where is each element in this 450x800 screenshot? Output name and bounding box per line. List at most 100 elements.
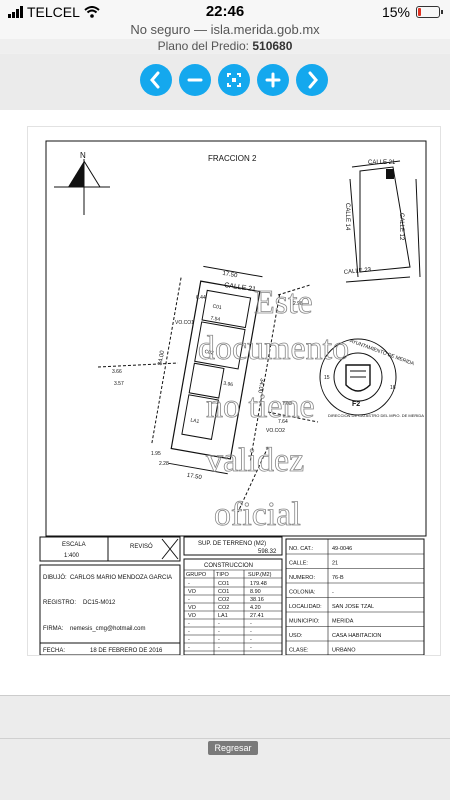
zoom-out-button[interactable] xyxy=(179,64,211,96)
construccion-cell: 38.16 xyxy=(250,597,264,603)
zoom-in-button[interactable] xyxy=(257,64,289,96)
info-label: NO. CAT.: xyxy=(289,546,314,552)
firma-label: FIRMA: xyxy=(43,626,64,632)
security-label: No seguro xyxy=(130,22,191,37)
info-value: SAN JOSE TZAL xyxy=(332,604,374,610)
previous-button[interactable] xyxy=(140,64,172,96)
status-time: 22:46 xyxy=(205,3,245,20)
status-right: 15% xyxy=(381,4,443,20)
construccion-cell: LA1 xyxy=(218,613,228,619)
dim-top-2: 6.44 xyxy=(196,295,206,301)
dim-extra-2: 7.64 xyxy=(278,419,288,425)
info-label: LOCALIDAD: xyxy=(289,604,322,610)
north-arrow-icon: N xyxy=(54,151,110,215)
info-value: 76-B xyxy=(332,575,344,581)
info-label: MUNICIPIO: xyxy=(289,619,320,625)
fit-button[interactable] xyxy=(218,64,250,96)
battery-icon xyxy=(416,6,443,18)
status-bar: TELCEL 22:46 15% xyxy=(0,0,450,24)
info-value: URBANO xyxy=(332,648,356,654)
wifi-icon xyxy=(84,6,100,18)
url-bar[interactable]: No seguro — isla.merida.gob.mx xyxy=(0,22,450,40)
carrier-name: TELCEL xyxy=(27,4,80,20)
zoom-out-icon xyxy=(187,78,203,82)
battery-fill xyxy=(418,8,421,16)
regresar-button[interactable]: Regresar xyxy=(208,741,258,755)
label-vo-co1: VO.CO1 xyxy=(175,320,194,326)
escala-label: ESCALA xyxy=(62,542,86,548)
watermark-line-2: documento xyxy=(198,330,349,367)
escala-value: 1:400 xyxy=(64,553,80,559)
dim-right: 34.00 xyxy=(256,378,265,394)
plan-page: N FRACCION 2 CALLE 21 CALLE 14 CALLE 12 … xyxy=(27,126,441,656)
status-left: TELCEL xyxy=(8,4,100,20)
document-viewer[interactable]: N FRACCION 2 CALLE 21 CALLE 14 CALLE 12 … xyxy=(0,110,450,696)
construccion-cell: - xyxy=(218,645,220,651)
dibujo-label: DIBUJÓ: xyxy=(43,574,67,581)
fecha-value: 18 DE FEBRERO DE 2016 xyxy=(90,648,163,654)
label-c01: C01 xyxy=(212,304,222,312)
construccion-cell: CO2 xyxy=(218,605,229,611)
info-value: - xyxy=(332,590,334,596)
construccion-cell: - xyxy=(188,597,190,603)
battery-percent: 15% xyxy=(381,4,410,20)
label-vo-co2: VO.CO2 xyxy=(266,428,285,434)
construccion-cell: 179.48 xyxy=(250,581,267,587)
construccion-cell: - xyxy=(250,637,252,643)
inset-street-top: CALLE 21 xyxy=(368,160,396,166)
construccion-cell: 8.90 xyxy=(250,589,261,595)
construccion-cell: 4.20 xyxy=(250,605,261,611)
watermark-line-4: validez xyxy=(206,442,304,479)
north-label: N xyxy=(80,151,86,160)
construccion-cell: - xyxy=(188,629,190,635)
watermark-line-1: Este xyxy=(254,284,313,321)
seal-code: F2 xyxy=(352,401,360,408)
construccion-cell: - xyxy=(218,629,220,635)
inset-street-23: CALLE 23 xyxy=(344,267,372,276)
construccion-cell: CO2 xyxy=(218,597,229,603)
construccion-cell: - xyxy=(188,645,190,651)
construccion-header: GRUPO xyxy=(186,572,207,578)
sup-terreno-label: SUP. DE TERRENO (M2) xyxy=(198,541,266,547)
location-inset: CALLE 21 CALLE 14 CALLE 12 CALLE 23 xyxy=(344,160,421,283)
seal-n2: 16 xyxy=(390,385,396,391)
info-value: 49-0046 xyxy=(332,546,352,552)
divider xyxy=(0,738,450,739)
construccion-header: TIPO xyxy=(216,572,230,578)
construccion-cell: CO1 xyxy=(218,589,229,595)
construccion-cell: - xyxy=(188,621,190,627)
plano-header: Plano del Predio: 510680 xyxy=(0,39,450,53)
watermark: Este documento no tiene validez oficial xyxy=(198,284,350,534)
firma-value: nemesis_cmg@hotmail.com xyxy=(70,626,145,632)
info-label: NUMERO: xyxy=(289,575,315,581)
dim-top: 17.50 xyxy=(222,271,238,280)
dibujo-value: CARLOS MARIO MENDOZA GARCIA xyxy=(70,575,172,581)
url-separator: — xyxy=(193,22,207,37)
inset-street-12: CALLE 12 xyxy=(398,213,404,241)
viewer-toolbar xyxy=(0,54,450,111)
dim-inner-2: 3.96 xyxy=(223,381,234,389)
dim-extra-3: 3.66 xyxy=(112,369,122,375)
next-button[interactable] xyxy=(296,64,328,96)
sup-terreno-value: 598.32 xyxy=(258,549,277,555)
fit-icon xyxy=(227,73,241,87)
construccion-cell: - xyxy=(218,637,220,643)
seal-bottom-text: DIRECCION DE CATASTRO DEL MPIO. DE MERID… xyxy=(328,413,424,418)
lot-plan: 17.50 17.50 7.54 C02 C01 LA1 3.96 34.00 … xyxy=(151,265,281,481)
construccion-cell: - xyxy=(188,637,190,643)
chevron-left-icon xyxy=(150,71,160,89)
info-label: CLASE: xyxy=(289,648,309,654)
fecha-label: FECHA: xyxy=(43,648,65,654)
dim-inner-1: 7.54 xyxy=(210,315,221,323)
signal-icon xyxy=(8,6,23,18)
dim-extra-6: 2.28 xyxy=(159,461,169,467)
construccion-cell: - xyxy=(218,621,220,627)
label-la1: LA1 xyxy=(190,417,200,424)
street-main: CALLE 21 xyxy=(224,282,257,293)
dim-left: 34.00 xyxy=(158,349,167,365)
registro-label: REGISTRO: xyxy=(43,600,76,606)
info-label: USO: xyxy=(289,633,303,639)
construccion-cell: - xyxy=(250,621,252,627)
zoom-in-icon xyxy=(265,72,281,88)
registro-value: DC15-M012 xyxy=(83,600,116,606)
